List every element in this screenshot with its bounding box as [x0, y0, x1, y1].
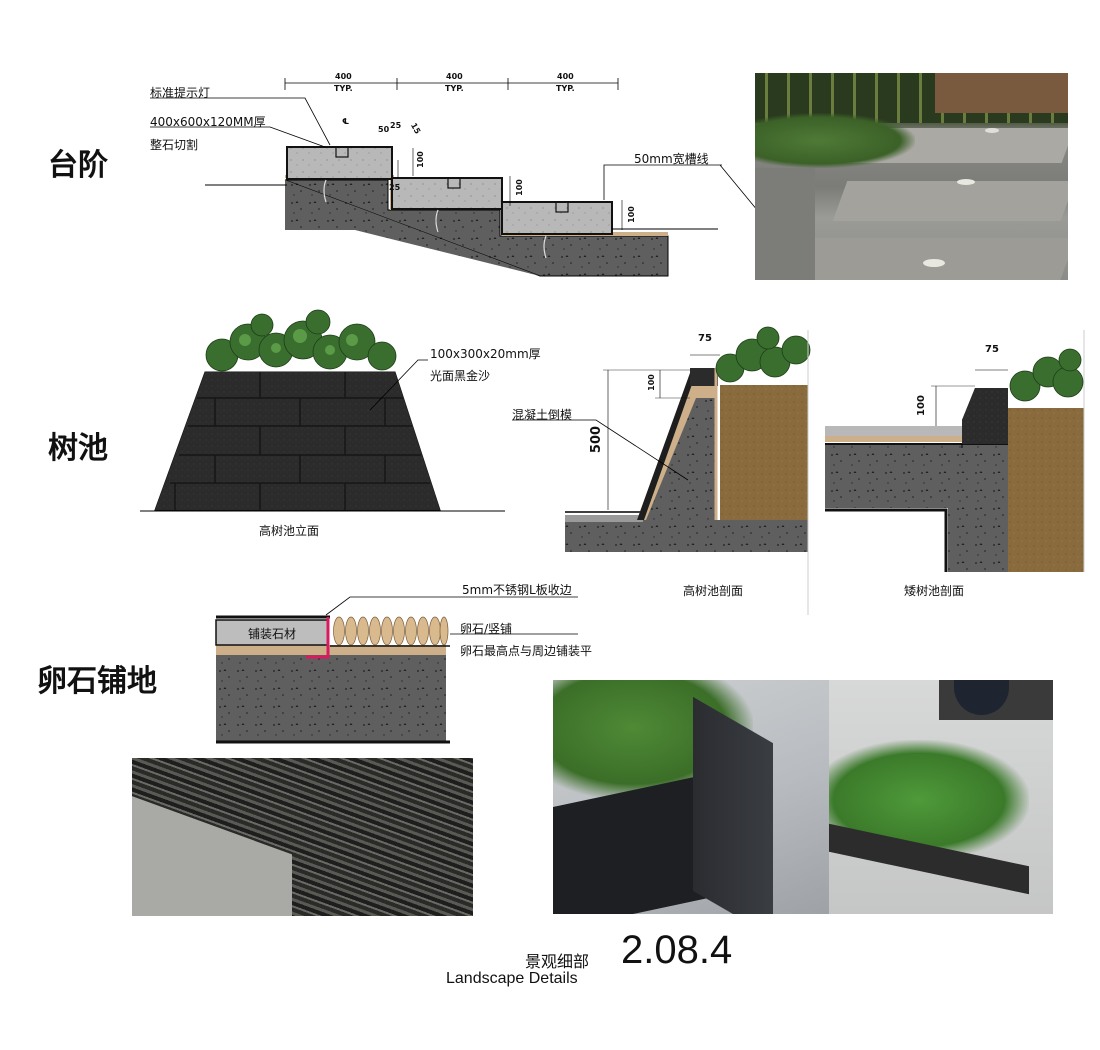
dim-100-step2: 100 — [514, 179, 524, 196]
section-title-steps: 台阶 — [48, 148, 108, 183]
elevation-caption: 高树池立面 — [259, 524, 320, 538]
stair-tread-1 — [286, 146, 393, 180]
dim-100-step1: 100 — [415, 151, 425, 168]
paving-stone-label: 铺装石材 — [248, 627, 297, 641]
stair-tread-2 — [391, 177, 503, 210]
dim-typ-2: TYP. — [445, 84, 464, 93]
dim-25-side: 25 — [389, 183, 401, 192]
pebble-vertical-label: 卵石/竖铺 — [460, 622, 513, 636]
dim-500: 500 — [589, 425, 605, 454]
footer-title-cn: 景观细部 — [525, 952, 590, 971]
dim-75-low: 75 — [985, 344, 999, 355]
footer-title-en: Landscape Details — [446, 970, 578, 987]
stone-label-2: 整石切割 — [150, 138, 199, 152]
tile-label-1: 100x300x20mm厚 — [430, 347, 541, 361]
steps-section-drawing — [150, 78, 801, 277]
pebble-photo — [132, 758, 473, 916]
dim-75-high: 75 — [698, 333, 712, 344]
low-section-caption: 矮树池剖面 — [904, 584, 965, 598]
dim-100-low: 100 — [915, 395, 927, 416]
section-title-pebble: 卵石铺地 — [37, 664, 157, 699]
dim-25-top: 25 — [390, 121, 402, 130]
concrete-label: 混凝土倒模 — [512, 408, 573, 422]
dim-100-step3: 100 — [626, 206, 636, 223]
high-section-caption: 高树池剖面 — [683, 584, 744, 598]
lamp-label: 标准提示灯 — [150, 86, 211, 100]
edge-plate-label: 5mm不锈钢L板收边 — [462, 583, 572, 597]
dim-typ-400-3: 400 — [557, 72, 574, 81]
pebble-paving-section — [215, 596, 578, 744]
tree-pit-photo-1 — [553, 680, 829, 914]
center-line-mark: ℄ — [342, 117, 350, 126]
tile-label-2: 光面黑金沙 — [430, 369, 491, 383]
high-tree-pit-section — [512, 326, 811, 615]
pebble-level-label: 卵石最高点与周边铺装平 — [460, 644, 593, 658]
section-title-tree-pit: 树池 — [48, 431, 108, 466]
tree-pit-photo-2 — [829, 680, 1053, 914]
dim-typ-400-1: 400 — [335, 72, 352, 81]
low-tree-pit-section — [825, 330, 1085, 572]
steps-photo — [755, 73, 1068, 280]
dim-typ-3: TYP. — [556, 84, 575, 93]
dim-typ-400-2: 400 — [446, 72, 463, 81]
dim-50: 50 — [378, 125, 390, 134]
dim-100-high: 100 — [646, 374, 656, 391]
stone-label-1: 400x600x120MM厚 — [150, 115, 266, 129]
tree-pit-elevation — [140, 309, 505, 512]
stair-tread-3 — [501, 201, 613, 235]
page-number: 2.08.4 — [621, 928, 733, 972]
dim-typ-1: TYP. — [334, 84, 353, 93]
groove-label: 50mm宽槽线 — [634, 152, 709, 166]
